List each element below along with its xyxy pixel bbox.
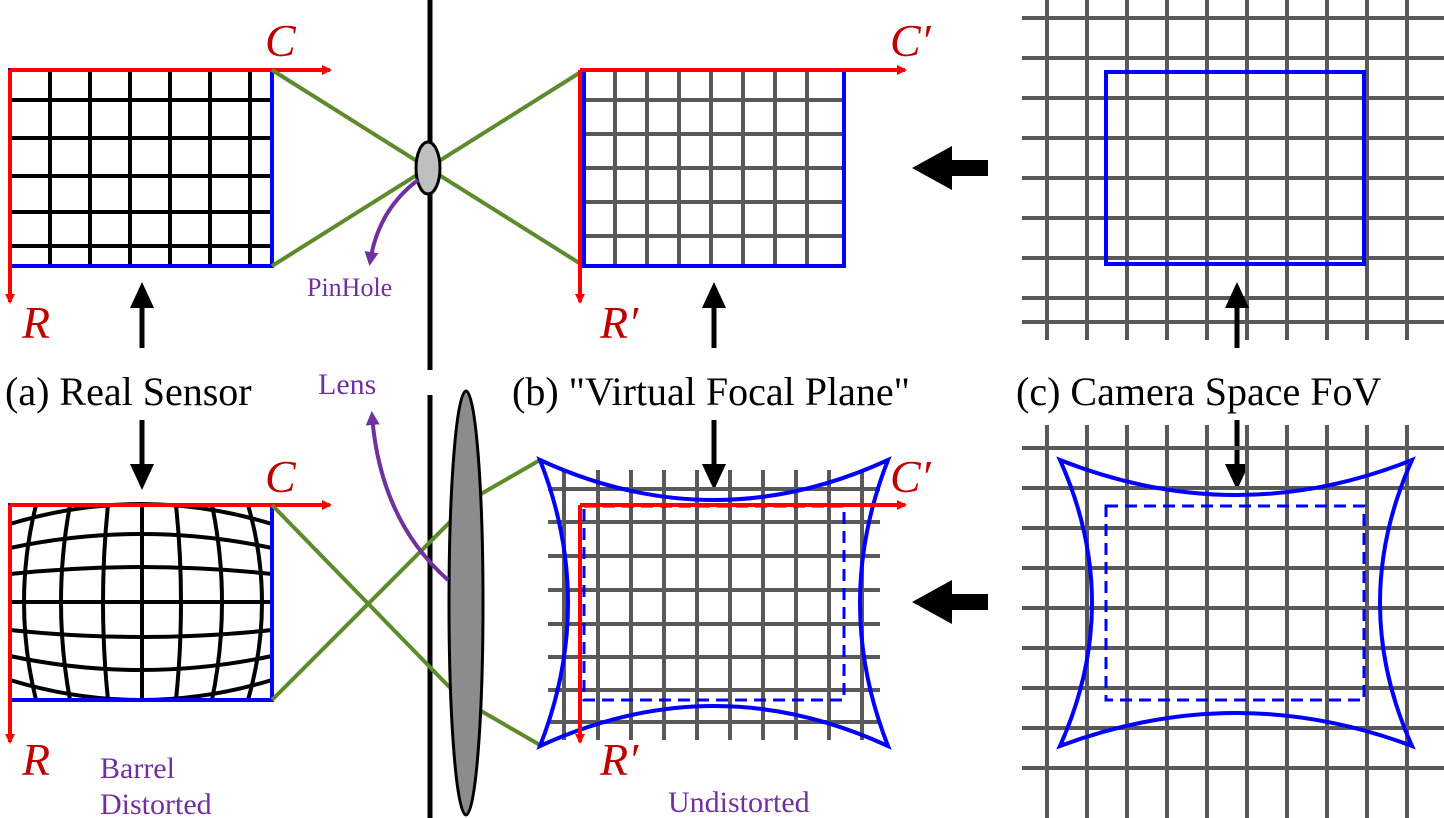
arrow-up-a-icon	[130, 282, 154, 348]
camera-fov-frame	[1104, 70, 1366, 266]
undistorted-label: Undistorted	[668, 786, 810, 818]
pinhole-icon	[414, 140, 442, 196]
undistorted-row-label: R′	[599, 734, 639, 785]
real-sensor-grid	[10, 70, 272, 266]
real-sensor-row-label: R	[21, 297, 50, 348]
lens-label: Lens	[318, 368, 376, 401]
virtual-plane-col-label: C′	[890, 15, 932, 66]
virtual-plane-grid	[584, 72, 844, 264]
barrel-label-line1: Barrel	[100, 752, 175, 785]
camera-space-grid-bottom	[1022, 425, 1444, 818]
arrow-left-bottom-icon	[912, 580, 988, 624]
pinhole-pointer-arrow	[364, 178, 420, 266]
lens-pointer-arrow	[365, 411, 450, 582]
undistorted-inner-frame	[582, 504, 846, 702]
caption-camera-space-fov: (c) Camera Space FoV	[1016, 369, 1382, 414]
real-sensor-col-label: C	[265, 15, 297, 66]
virtual-plane-row-label: R′	[599, 297, 639, 348]
arrow-down-a-icon	[130, 420, 154, 490]
camera-fov-inner-frame	[1104, 504, 1366, 702]
barrel-sensor-row-label: R	[21, 734, 50, 785]
arrow-left-top-icon	[912, 146, 988, 190]
arrow-up-c-icon	[1225, 282, 1249, 348]
barrel-distorted-grid	[9, 502, 273, 702]
arrow-down-b-icon	[702, 420, 726, 490]
caption-real-sensor: (a) Real Sensor	[5, 369, 252, 414]
arrow-up-b-icon	[702, 282, 726, 348]
lens-icon	[447, 389, 485, 817]
camera-fov-distorted-boundary	[1056, 456, 1416, 750]
lens-rays	[270, 458, 541, 747]
barrel-label-line2: Distorted	[100, 788, 212, 818]
camera-space-grid-top	[1022, 0, 1444, 340]
pinhole-label: PinHole	[307, 273, 392, 302]
undistorted-col-label: C′	[890, 451, 932, 502]
pincushion-boundary	[536, 456, 892, 750]
barrel-sensor-col-label: C	[265, 451, 297, 502]
arrow-down-c-icon	[1225, 420, 1249, 490]
caption-virtual-focal-plane: (b) "Virtual Focal Plane"	[512, 369, 910, 414]
